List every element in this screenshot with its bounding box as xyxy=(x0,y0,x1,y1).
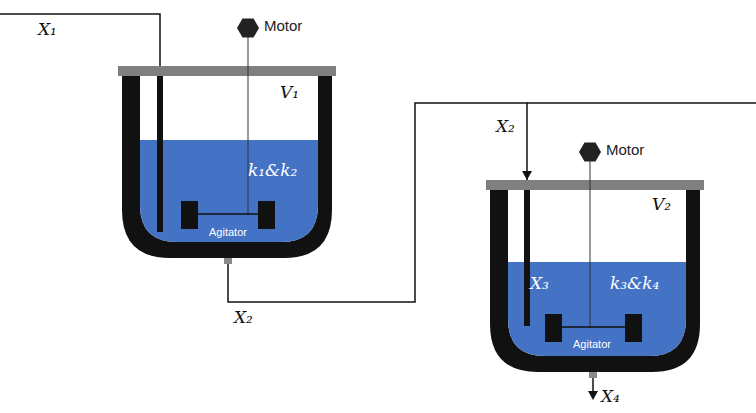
agitator-label: Agitator xyxy=(178,226,278,239)
dip-pipe xyxy=(524,182,530,326)
shaft xyxy=(248,37,249,214)
impeller-bar xyxy=(198,213,258,215)
agitator: Agitator xyxy=(178,200,278,242)
outlet-pipe xyxy=(592,378,594,392)
tank-parameter: V₁ xyxy=(280,82,299,102)
arrowhead xyxy=(588,391,598,400)
tank-parameter: V₂ xyxy=(652,194,671,214)
shaft xyxy=(590,161,591,328)
tank-vessel: V₂ X₃ k₃&k₄ Agitator xyxy=(490,180,700,370)
pipe-connector xyxy=(228,103,532,302)
tank-lid xyxy=(486,180,704,190)
tank-interior xyxy=(508,190,686,356)
pipe xyxy=(527,102,756,104)
arrowhead xyxy=(522,171,532,180)
impeller-blade xyxy=(625,314,642,342)
agitator: Agitator xyxy=(542,312,642,354)
agitator-label: Agitator xyxy=(542,338,642,351)
dip-pipe xyxy=(157,68,163,232)
tank-vessel: V₁ k₁&k₂ Agitator xyxy=(122,68,332,258)
impeller-blade xyxy=(258,201,275,229)
stream-label: X₂ xyxy=(234,307,253,327)
motor-symbol xyxy=(237,19,259,38)
tank-parameter: k₁&k₂ xyxy=(248,160,297,180)
stream-label: X₂ xyxy=(496,116,515,136)
liquid xyxy=(508,262,686,356)
pipe-line xyxy=(228,103,527,302)
stream-label: X₁ xyxy=(38,19,57,39)
tank-wall xyxy=(490,190,700,372)
liquid xyxy=(140,140,318,242)
outlet-nozzle xyxy=(589,372,597,378)
motor-symbol xyxy=(579,143,601,162)
tank-parameter: X₃ xyxy=(530,273,549,293)
tank-interior xyxy=(140,76,318,242)
impeller-blade xyxy=(181,201,198,229)
impeller-blade xyxy=(545,314,562,342)
tank-lid xyxy=(118,66,336,76)
motor-label: Motor xyxy=(264,17,302,35)
impeller-bar xyxy=(562,326,625,328)
tank-parameter: k₃&k₄ xyxy=(610,273,659,293)
motor-label: Motor xyxy=(606,141,644,159)
tank-wall xyxy=(122,76,332,258)
feed-pipe xyxy=(0,14,160,68)
outlet-nozzle xyxy=(224,258,232,264)
stream-label: X₄ xyxy=(601,386,620,406)
